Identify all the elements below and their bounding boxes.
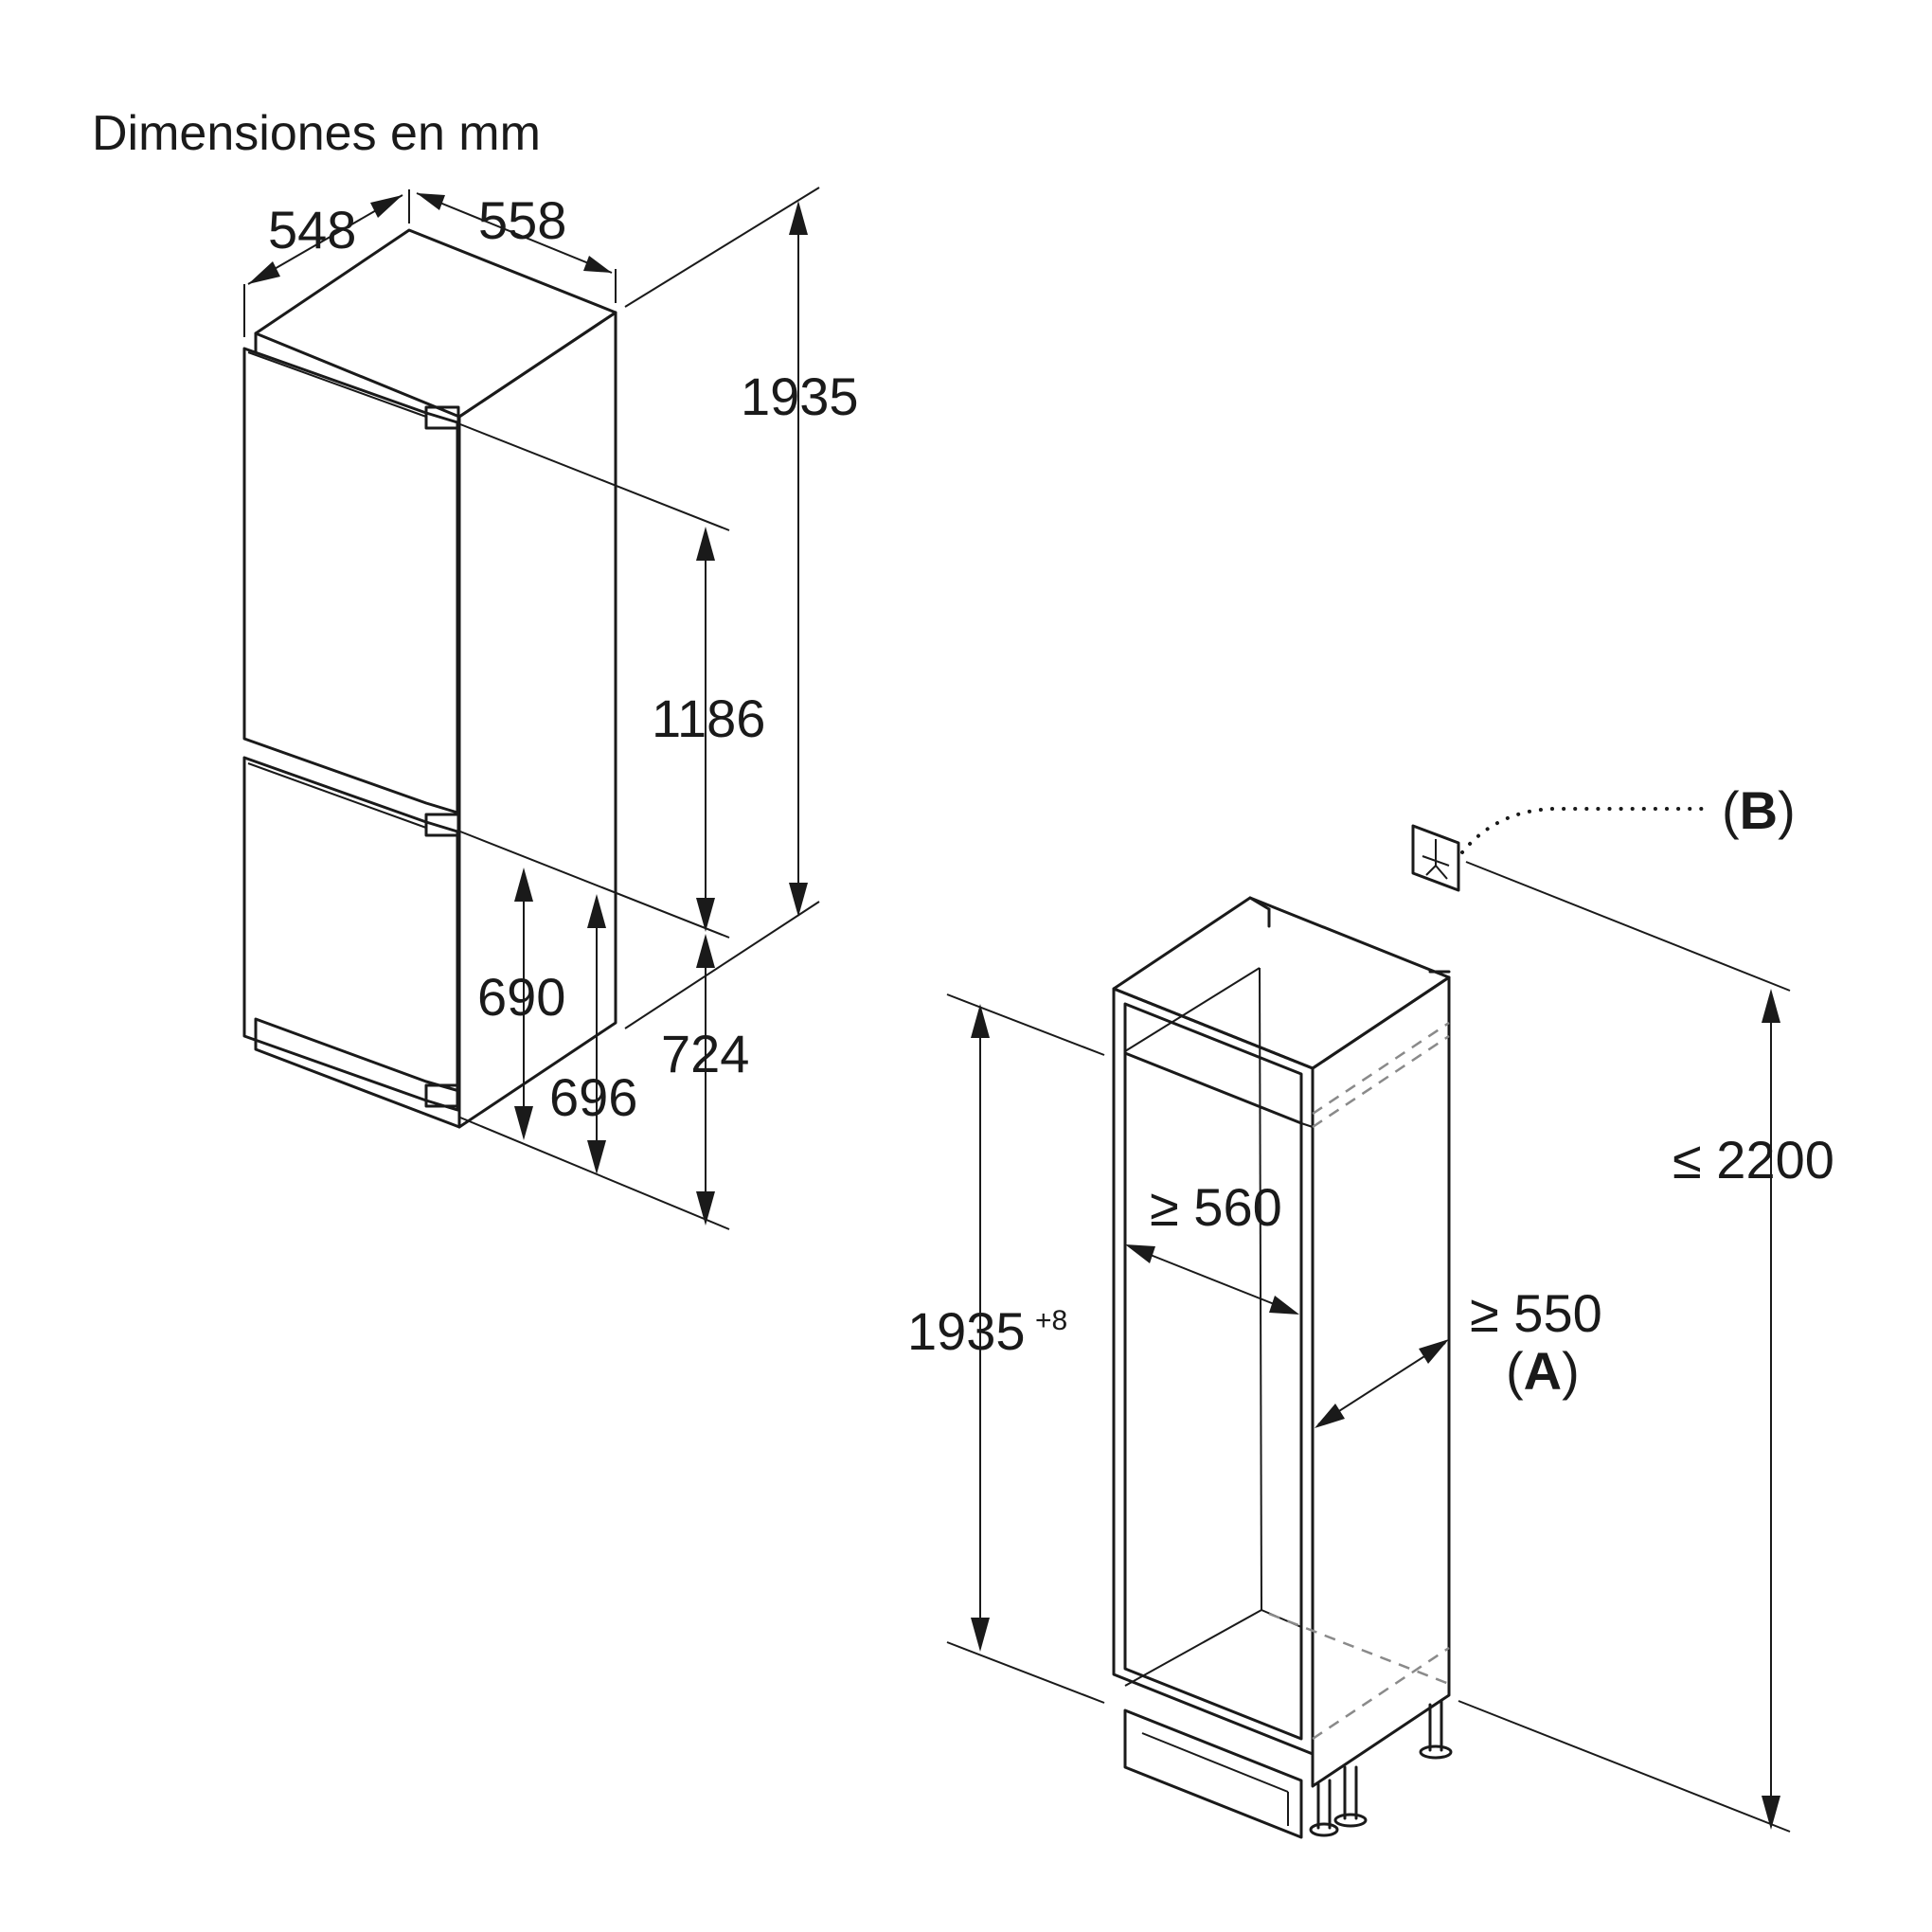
dim-558-label: 558 — [478, 190, 566, 250]
hinge-top — [424, 405, 460, 430]
dim-690-label: 690 — [477, 967, 565, 1027]
niche-height-tolerance: +8 — [1035, 1305, 1067, 1336]
dim-1935-label: 1935 — [741, 367, 859, 426]
niche-side-panel — [1311, 975, 1451, 1788]
niche-width-label: ≥ 560 — [1150, 1177, 1282, 1237]
dim-696-label: 696 — [549, 1067, 637, 1127]
appliance-side-face — [457, 311, 617, 1129]
appliance-plinth — [254, 1017, 461, 1129]
niche-max-height-label: ≤ 2200 — [1673, 1130, 1834, 1190]
lower-door-top-strip — [247, 762, 427, 829]
upper-door-top-strip — [247, 351, 427, 418]
niche-top — [1112, 896, 1451, 1070]
niche-depth-note: (A) — [1506, 1341, 1580, 1401]
niche-height-label: 1935 — [907, 1301, 1026, 1361]
socket-note: (B) — [1722, 780, 1796, 840]
niche-opening — [1123, 1002, 1303, 1741]
dim-724-label: 724 — [661, 1024, 749, 1083]
niche-front-frame — [1112, 987, 1315, 1756]
dim-548-label: 548 — [268, 200, 356, 259]
niche-plinth — [1123, 1708, 1303, 1839]
niche-drawing: 1935 +8 ≥ 560 ≥ 550 (A) ≤ 2200 (B) — [907, 780, 1834, 1839]
power-socket-icon — [1411, 824, 1460, 892]
hinge-bottom — [424, 1083, 460, 1108]
hinge-middle — [424, 813, 460, 837]
dim-1186-label: 1186 — [652, 689, 765, 748]
niche-depth-label: ≥ 550 — [1470, 1283, 1602, 1343]
appliance-drawing: 548 558 1935 1186 724 690 696 — [242, 187, 859, 1230]
page-title: Dimensiones en mm — [92, 106, 541, 161]
